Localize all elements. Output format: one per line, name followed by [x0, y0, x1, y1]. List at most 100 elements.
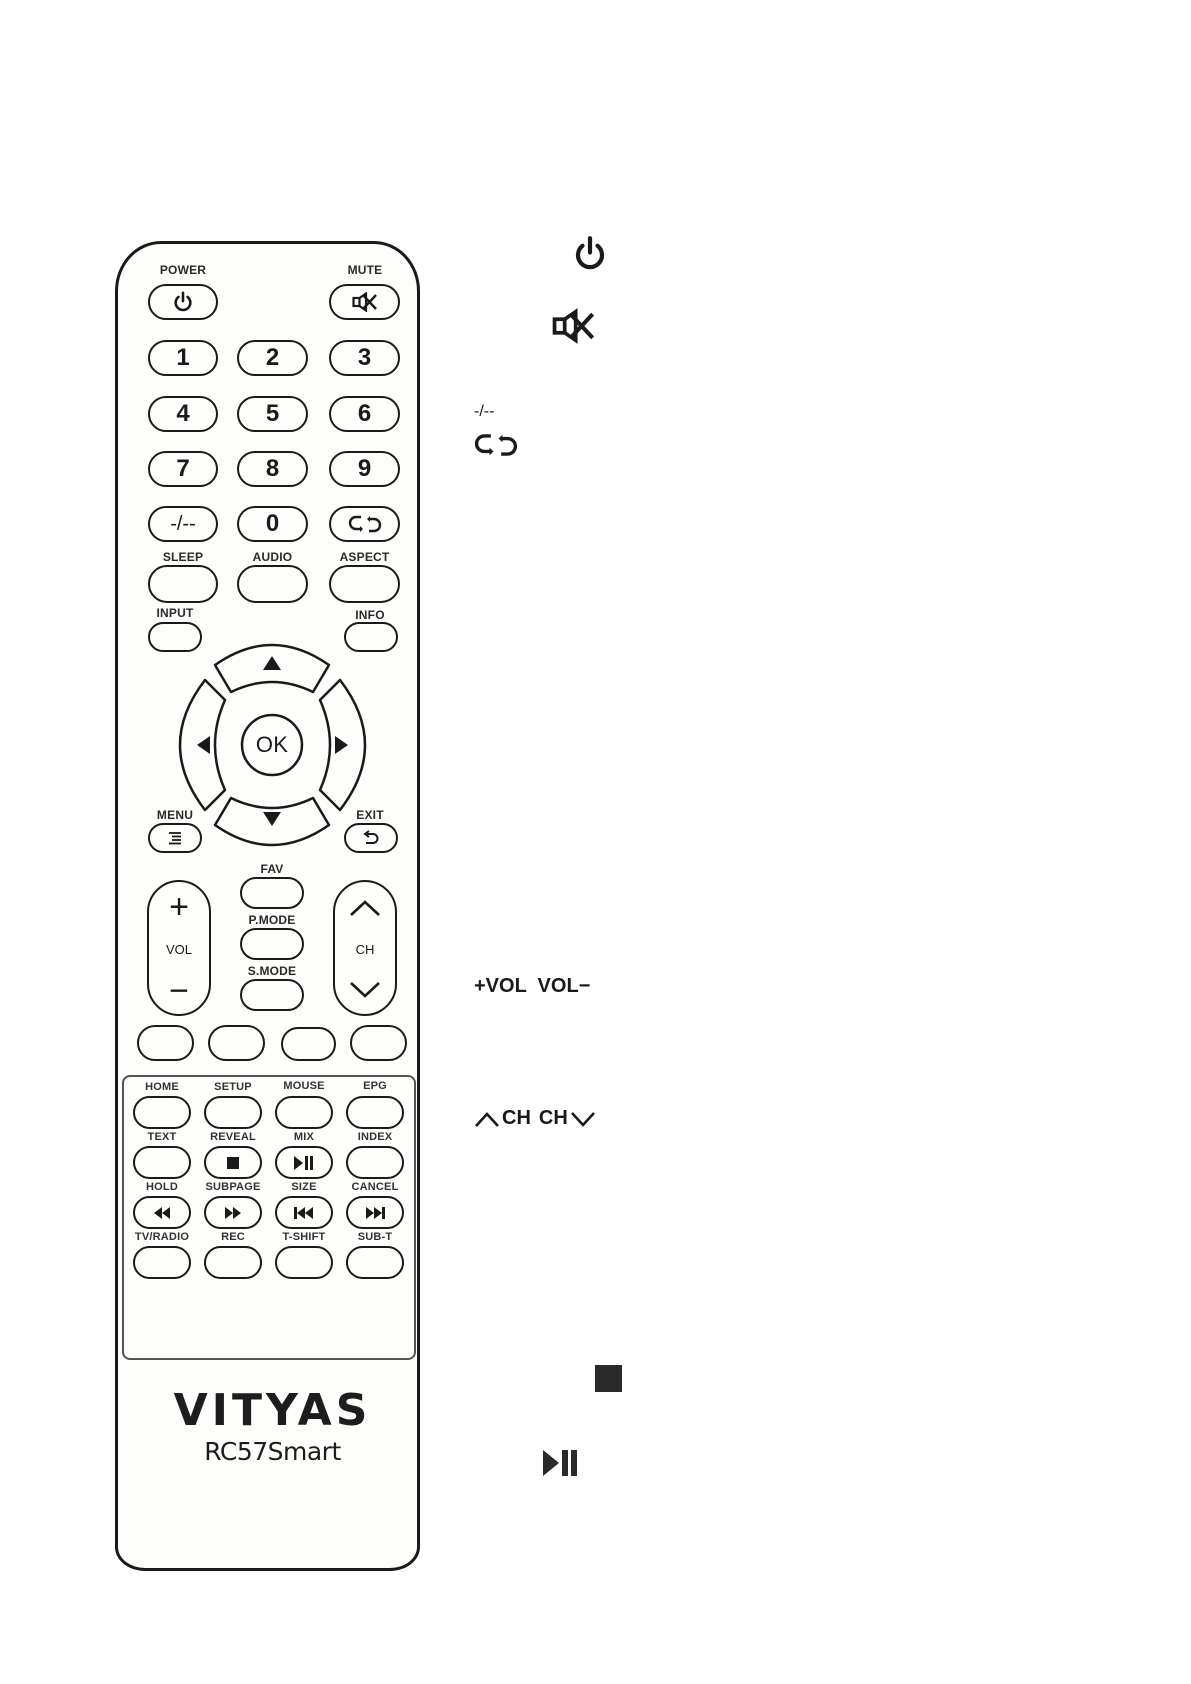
arrow-up-icon [263, 656, 281, 670]
mute-icon [351, 292, 377, 312]
stop-icon [595, 1365, 622, 1392]
number-0-button[interactable]: 0 [237, 506, 308, 542]
power-label: POWER [159, 263, 207, 277]
home-button[interactable] [133, 1096, 191, 1129]
subpage-button[interactable] [204, 1196, 262, 1229]
home-label: HOME [145, 1081, 179, 1093]
smode-label: S.MODE [247, 964, 297, 978]
reveal-button[interactable] [204, 1146, 262, 1179]
ok-label: OK [255, 732, 289, 757]
info-label: INFO [355, 608, 385, 622]
sleep-label: SLEEP [162, 550, 204, 564]
mix-label: MIX [293, 1131, 315, 1143]
smode-button[interactable] [240, 979, 304, 1011]
channel-up-icon[interactable] [348, 898, 382, 918]
volume-up-icon[interactable]: + [169, 888, 189, 926]
size-button[interactable] [275, 1196, 333, 1229]
t-shift-label: T-SHIFT [282, 1231, 326, 1243]
audio-button[interactable] [237, 565, 308, 603]
sub-t-button[interactable] [346, 1246, 404, 1279]
power-icon [575, 236, 605, 270]
volume-down-icon[interactable]: − [169, 972, 189, 1010]
fast-forward-icon [225, 1206, 241, 1219]
number-9-button[interactable]: 9 [329, 451, 400, 487]
t-shift-button[interactable] [275, 1246, 333, 1279]
digit-mode-button[interactable]: -/-- [148, 506, 218, 542]
pmode-label: P.MODE [248, 913, 296, 927]
digit-mode-symbol: -/-- [474, 403, 495, 420]
mouse-label: MOUSE [283, 1080, 325, 1092]
number-5-button[interactable]: 5 [237, 396, 308, 432]
cancel-label: CANCEL [351, 1181, 399, 1193]
power-icon [174, 291, 192, 312]
mouse-button[interactable] [275, 1096, 333, 1129]
tv-radio-button[interactable] [133, 1246, 191, 1279]
number-4-button[interactable]: 4 [148, 396, 218, 432]
color-button-blue[interactable] [350, 1025, 407, 1061]
recall-icon [348, 515, 381, 533]
input-label: INPUT [156, 606, 194, 620]
number-2-button[interactable]: 2 [237, 340, 308, 376]
channel-rocker[interactable]: CH [333, 880, 397, 1016]
rec-button[interactable] [204, 1246, 262, 1279]
fav-label: FAV [260, 862, 284, 876]
arrow-down-icon [263, 812, 281, 826]
sleep-button[interactable] [148, 565, 218, 603]
recall-icon [474, 434, 518, 456]
sub-t-label: SUB-T [357, 1231, 393, 1243]
volume-rocker[interactable]: + VOL − [147, 880, 211, 1016]
cancel-button[interactable] [346, 1196, 404, 1229]
mute-label: MUTE [347, 263, 383, 277]
mix-button[interactable] [275, 1146, 333, 1179]
mute-icon [552, 308, 595, 344]
mute-button[interactable] [329, 284, 400, 320]
recall-button[interactable] [329, 506, 400, 542]
channel-down-icon [570, 1111, 595, 1127]
lower-button-panel [122, 1075, 416, 1360]
hold-label: HOLD [146, 1181, 178, 1193]
setup-button[interactable] [204, 1096, 262, 1129]
info-button[interactable] [344, 622, 398, 652]
index-button[interactable] [346, 1146, 404, 1179]
play-pause-icon [294, 1155, 313, 1170]
ok-button[interactable] [240, 713, 304, 777]
setup-label: SETUP [214, 1081, 252, 1093]
text-label: TEXT [147, 1131, 177, 1143]
epg-button[interactable] [346, 1096, 404, 1129]
navigation-pad [178, 643, 367, 847]
skip-previous-icon [294, 1206, 313, 1219]
channel-up-icon [475, 1111, 499, 1127]
channel-down-text: CH [538, 1107, 568, 1129]
menu-label: MENU [156, 808, 194, 822]
input-button[interactable] [148, 622, 202, 652]
volume-symbol: +VOL VOL− [474, 975, 591, 997]
menu-button[interactable] [148, 823, 202, 853]
pmode-button[interactable] [240, 928, 304, 960]
back-icon [363, 830, 379, 844]
aspect-label: ASPECT [339, 550, 390, 564]
text-button[interactable] [133, 1146, 191, 1179]
color-button-red[interactable] [137, 1025, 194, 1061]
color-button-green[interactable] [208, 1025, 265, 1061]
channel-symbol: CH CH [474, 1107, 596, 1130]
number-3-button[interactable]: 3 [329, 340, 400, 376]
aspect-button[interactable] [329, 565, 400, 603]
arrow-left-icon [197, 736, 210, 754]
size-label: SIZE [291, 1181, 317, 1193]
hold-button[interactable] [133, 1196, 191, 1229]
channel-up-text: CH [502, 1107, 531, 1129]
exit-button[interactable] [344, 823, 398, 853]
reveal-label: REVEAL [210, 1131, 256, 1143]
number-8-button[interactable]: 8 [237, 451, 308, 487]
color-button-yellow[interactable] [281, 1027, 336, 1061]
play-pause-icon [543, 1450, 577, 1476]
index-label: INDEX [357, 1131, 393, 1143]
number-6-button[interactable]: 6 [329, 396, 400, 432]
power-button[interactable] [148, 284, 218, 320]
number-1-button[interactable]: 1 [148, 340, 218, 376]
model-name: RC57Smart [204, 1437, 341, 1466]
number-7-button[interactable]: 7 [148, 451, 218, 487]
channel-down-icon[interactable] [348, 980, 382, 1000]
exit-label: EXIT [356, 808, 384, 822]
fav-button[interactable] [240, 877, 304, 909]
